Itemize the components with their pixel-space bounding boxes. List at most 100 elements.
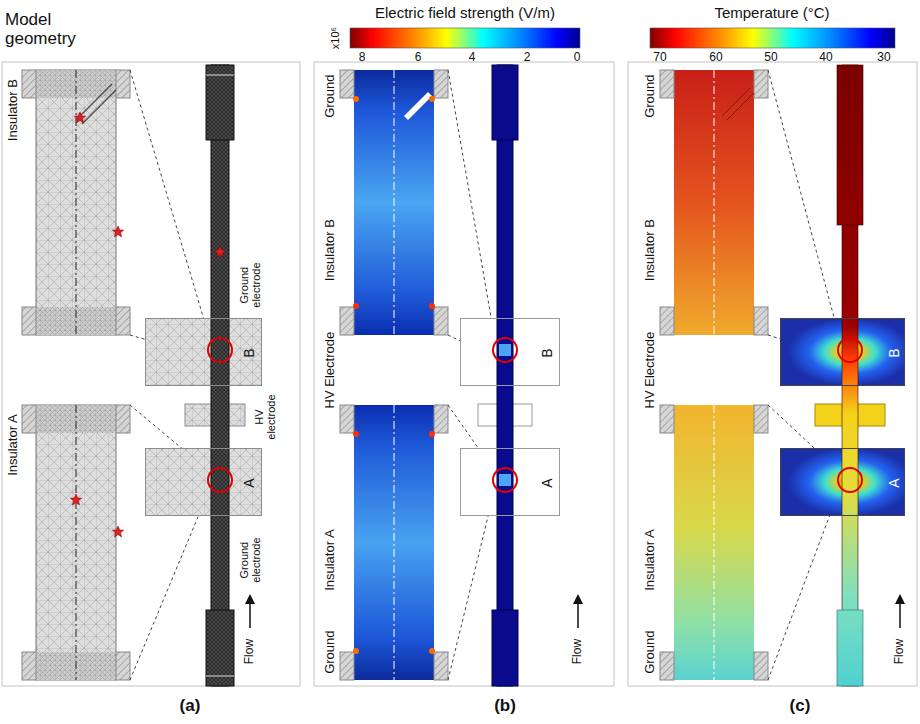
tube-fitting	[206, 610, 234, 686]
temp-zoom-a	[660, 405, 768, 680]
temperature-map	[674, 405, 754, 680]
tick-label: 70	[653, 51, 666, 64]
mesh-zoom-a	[22, 405, 130, 680]
part-label: Ground	[323, 74, 337, 117]
shield-box: A	[145, 448, 262, 516]
field-zoom-b	[340, 70, 448, 335]
part-label: HV Electrode	[323, 332, 337, 409]
tick-label: 0	[574, 51, 581, 64]
leader-line	[130, 488, 210, 680]
box-letter: A	[887, 478, 901, 487]
electrode-grip	[116, 405, 130, 433]
flow-tube	[211, 65, 229, 686]
probe-star	[74, 112, 85, 123]
panel-title: Model geometry	[5, 11, 125, 48]
temperature-map	[674, 70, 754, 335]
colorbar	[650, 28, 895, 48]
electrode-grip	[116, 652, 130, 680]
tube-fitting	[837, 610, 863, 686]
flow-tube	[497, 65, 513, 686]
colorbar	[350, 28, 580, 48]
electrode-grip	[434, 70, 448, 98]
insulator-mesh	[36, 70, 116, 335]
box-letter: B	[242, 348, 256, 357]
tick-label: 6	[415, 51, 422, 64]
highlight-circle	[208, 338, 232, 362]
panel-letter: (c)	[790, 697, 811, 716]
electrode-grip	[660, 652, 674, 680]
electrode-grip	[754, 70, 768, 98]
electrode-grip	[660, 70, 674, 98]
leader-line	[768, 70, 840, 340]
probe-star	[214, 246, 225, 257]
shield-box	[145, 318, 262, 386]
box-letter: A	[540, 478, 554, 487]
field-map	[354, 70, 434, 335]
tick-label: 40	[819, 51, 832, 64]
panel-frame	[2, 62, 300, 686]
leader-line	[768, 488, 840, 680]
tube-fitting	[837, 65, 863, 225]
highlight-circle	[208, 468, 232, 492]
electrode-grip	[660, 405, 674, 433]
tube-fitting	[492, 610, 518, 686]
flow-label: Flow	[893, 639, 906, 664]
thermocouple	[404, 92, 432, 120]
shield-box: B	[460, 318, 560, 386]
field-zoom-a	[340, 405, 448, 680]
leader-line	[130, 70, 210, 340]
shield-box	[145, 448, 262, 516]
flow-label: Flow	[243, 639, 256, 664]
panel-frame	[314, 62, 614, 686]
part-label: Ground	[643, 630, 657, 673]
part-label: Ground	[643, 74, 657, 117]
tick-label: 4	[469, 51, 476, 64]
leader-line	[448, 70, 495, 340]
part-label: Insulator A	[323, 529, 337, 590]
electrode-grip	[434, 405, 448, 433]
panel-title: Temperature (°C)	[714, 5, 829, 22]
field-hotspot	[429, 303, 435, 309]
tick-label: 2	[524, 51, 531, 64]
flow-arrowhead	[895, 594, 905, 604]
part-label: Ground	[323, 630, 337, 673]
box-letter: B	[540, 348, 554, 357]
center-line	[76, 405, 77, 680]
field-hotspot	[429, 648, 435, 654]
field-geometry	[460, 65, 583, 686]
model-geometry	[145, 65, 262, 686]
flow-arrow	[249, 603, 251, 628]
electrode-grip	[340, 405, 354, 433]
probe-star	[70, 494, 81, 505]
box-letter: B	[887, 348, 901, 357]
electrode-grip	[340, 307, 354, 335]
flow-arrow	[577, 603, 579, 628]
part-label: Insulator B	[323, 219, 337, 281]
electrode-grip	[22, 70, 36, 98]
tick-label: 30	[877, 51, 890, 64]
shield-box: A	[780, 448, 905, 516]
highlight-circle	[493, 468, 517, 492]
temp-zoom-b	[660, 70, 768, 335]
scale-factor: x10⁶	[329, 27, 341, 49]
electrode-grip	[660, 307, 674, 335]
part-label: HV electrode	[253, 391, 277, 443]
electrode-grip	[22, 405, 36, 433]
center-line	[76, 70, 77, 335]
insulator-mesh	[36, 405, 116, 680]
field-spot	[499, 344, 511, 356]
field-hotspot	[353, 431, 359, 437]
highlight-circle	[838, 468, 862, 492]
electrode-grip	[340, 70, 354, 98]
part-label: Insulator B	[6, 79, 20, 141]
center-line	[714, 405, 715, 680]
field-map	[354, 405, 434, 680]
electrode-grip	[340, 652, 354, 680]
electrode-grip	[116, 307, 130, 335]
probe-star	[112, 526, 123, 537]
temperature-geometry	[780, 65, 905, 686]
field-hotspot	[429, 96, 435, 102]
thermocouple	[722, 88, 754, 120]
probe-star	[112, 226, 123, 237]
